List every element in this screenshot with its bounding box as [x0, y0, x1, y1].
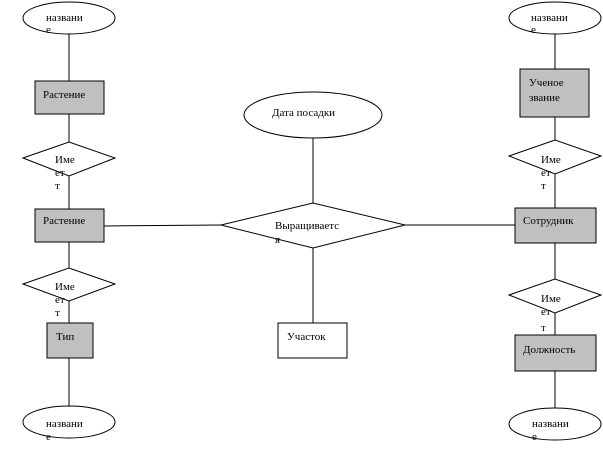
- attribute-name-left-bottom: названи е: [22, 405, 116, 443]
- entity-label: Растение: [43, 215, 85, 227]
- attribute-label-wrap: е: [531, 24, 536, 36]
- relationship-label: Име: [55, 154, 75, 166]
- attribute-label-wrap: е: [46, 24, 51, 36]
- entity-label: Должность: [523, 344, 575, 356]
- entity-label-wrap: звание: [529, 92, 560, 104]
- relationship-label: Име: [541, 154, 561, 166]
- entity-plant-mid: Растение: [34, 208, 105, 243]
- relationship-label-wrap: я: [275, 234, 280, 246]
- entity-position: Должность: [514, 334, 597, 372]
- attribute-label: названи: [46, 12, 83, 24]
- relationship-label-wrap: ет: [55, 167, 65, 179]
- attribute-label: названи: [46, 418, 83, 430]
- entity-label: Сотрудник: [523, 215, 574, 227]
- relationship-label: Име: [541, 293, 561, 305]
- relationship-label: Выращиваетс: [275, 220, 339, 232]
- entity-type: Тип: [46, 322, 94, 359]
- attribute-planting-date: Дата посадки: [243, 91, 383, 139]
- attribute-label-wrap: е: [46, 431, 51, 443]
- relationship-label-wrap: т: [55, 307, 60, 319]
- relationship-label: Име: [55, 281, 75, 293]
- relationship-label-wrap: ет: [55, 294, 65, 306]
- entity-label: Тип: [56, 331, 74, 343]
- relationship-has-right-bottom: Име ет т: [507, 278, 603, 334]
- connector-plant-grows: [103, 224, 222, 227]
- attribute-name-right-top: названи е: [508, 1, 602, 36]
- relationship-label-wrap: ет: [541, 167, 551, 179]
- entity-label: Участок: [287, 331, 326, 343]
- attribute-label-wrap: е: [532, 431, 537, 443]
- entity-label: Ученое: [529, 77, 564, 89]
- attribute-name-left-top: названи е: [22, 1, 116, 36]
- attribute-label: названи: [531, 12, 568, 24]
- attribute-label: Дата посадки: [272, 107, 335, 119]
- entity-plant-top: Растение: [34, 80, 105, 115]
- relationship-label-wrap: т: [55, 180, 60, 192]
- relationship-has-left-bottom: Име ет т: [21, 267, 117, 319]
- relationship-has-right-top: Име ет т: [507, 139, 603, 192]
- relationship-grows: Выращиваетс я: [220, 202, 406, 249]
- entity-academic-title: Ученое звание: [519, 68, 590, 118]
- relationship-label-wrap: т: [541, 322, 546, 334]
- connector-lines: [68, 33, 556, 408]
- entity-employee: Сотрудник: [514, 207, 597, 244]
- attribute-label: названи: [532, 418, 569, 430]
- entity-label: Растение: [43, 89, 85, 101]
- relationship-label-wrap: т: [541, 180, 546, 192]
- relationship-has-left-top: Име ет т: [21, 141, 117, 192]
- entity-plot: Участок: [277, 322, 348, 359]
- attribute-name-right-bottom: названи е: [508, 407, 602, 443]
- relationship-label-wrap: ет: [541, 306, 551, 318]
